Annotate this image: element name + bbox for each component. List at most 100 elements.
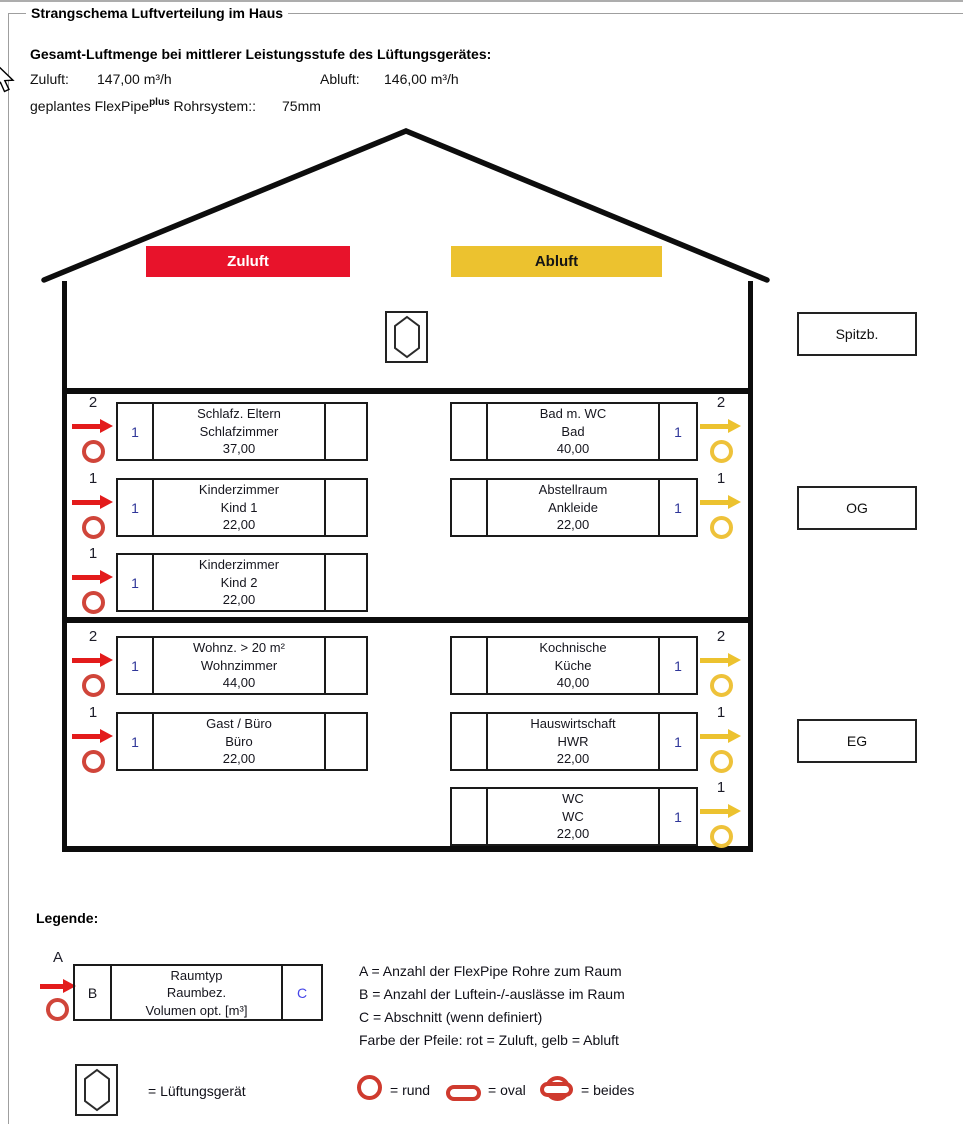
hexagon-icon: [393, 315, 420, 359]
legend-supply-arrow-head: [63, 979, 76, 993]
round-connector-icon: [82, 674, 105, 697]
room-cell-left: [452, 404, 488, 459]
room-volume: 22,00: [222, 751, 256, 767]
airflow-arrow-shaft: [72, 658, 100, 663]
room-pipes-count: 1: [716, 779, 726, 796]
legend-room-lines: Raumtyp Raumbez. Volumen opt. [m³]: [112, 966, 281, 1019]
room-name: Büro: [225, 733, 253, 749]
both-oval-part: [540, 1082, 573, 1097]
airflow-arrow-shaft: [700, 734, 728, 739]
house-walls: [62, 281, 753, 852]
room-box: 1 Kinderzimmer Kind 1 22,00: [116, 478, 368, 537]
room-row: 1 WC WC 22,00 1: [0, 779, 963, 853]
room-box: Kochnische Küche 40,00 1: [450, 636, 698, 695]
room-type: WC: [562, 791, 584, 806]
room-cell-right: [324, 638, 366, 693]
legend-room-name: Raumbez.: [166, 985, 227, 1001]
room-volume: 22,00: [556, 751, 590, 767]
room-volume: 44,00: [222, 675, 256, 691]
room-cell-left: [452, 714, 488, 769]
pipe-system-label: geplantes FlexPipeplus Rohrsystem::75mm: [30, 97, 321, 114]
exhaust-banner: Abluft: [451, 246, 662, 277]
room-box: Hauswirtschaft HWR 22,00 1: [450, 712, 698, 771]
legend-room-sample-box: B Raumtyp Raumbez. Volumen opt. [m³] C: [73, 964, 323, 1021]
room-row: 1 1 Kinderzimmer Kind 2 22,00: [0, 545, 963, 619]
room-cell-right: 1: [658, 714, 696, 769]
room-label: WC WC 22,00: [488, 789, 658, 844]
room-label: Kinderzimmer Kind 1 22,00: [154, 480, 324, 535]
room-cell-left: 1: [118, 714, 154, 769]
room-volume: 22,00: [556, 826, 590, 842]
exhaust-total-value: 146,00 m³/h: [384, 71, 459, 87]
room-pipes-count: 2: [716, 394, 726, 411]
room-label: Abstellraum Ankleide 22,00: [488, 480, 658, 535]
room-volume: 37,00: [222, 441, 256, 457]
airflow-arrow-head: [728, 804, 741, 818]
round-connector-icon: [82, 516, 105, 539]
room-type: Wohnz. > 20 m²: [193, 640, 285, 655]
room-volume: 22,00: [556, 517, 590, 533]
room-volume: 22,00: [222, 517, 256, 533]
room-pipes-count: 2: [716, 628, 726, 645]
room-type: Bad m. WC: [539, 406, 607, 421]
legend-notes: A = Anzahl der FlexPipe Rohre zum Raum B…: [359, 960, 625, 1052]
room-row: 1 1 Gast / Büro Büro 22,00: [0, 704, 963, 778]
legend-section-cell: C: [281, 966, 321, 1019]
mouse-cursor-icon: [0, 66, 15, 93]
round-connector-icon: [357, 1075, 382, 1100]
room-cell-left: 1: [118, 480, 154, 535]
room-pipes-count: 1: [88, 470, 98, 487]
legend-both-label: = beides: [581, 1082, 635, 1098]
airflow-arrow-head: [100, 653, 113, 667]
legend-room-type: Raumtyp: [170, 968, 223, 983]
legend-title: Legende:: [36, 910, 99, 926]
round-connector-icon: [82, 440, 105, 463]
room-pipes-count: 1: [716, 704, 726, 721]
room-label: Schlafz. Eltern Schlafzimmer 37,00: [154, 404, 324, 459]
room-cell-left: 1: [118, 404, 154, 459]
round-connector-icon: [710, 825, 733, 848]
room-cell-right: [324, 480, 366, 535]
room-type: Schlafz. Eltern: [197, 406, 281, 421]
legend-note-a: A = Anzahl der FlexPipe Rohre zum Raum: [359, 963, 622, 979]
airflow-arrow-head: [728, 419, 741, 433]
room-cell-left: 1: [118, 638, 154, 693]
room-type: Abstellraum: [538, 482, 608, 497]
room-cell-right: 1: [658, 789, 696, 844]
room-name: Bad: [561, 423, 585, 439]
room-cell-right: 1: [658, 638, 696, 693]
airflow-arrow-shaft: [72, 575, 100, 580]
room-pipes-count: 1: [88, 704, 98, 721]
airflow-arrow-head: [728, 729, 741, 743]
room-label: Kinderzimmer Kind 2 22,00: [154, 555, 324, 610]
round-connector-icon: [710, 516, 733, 539]
room-name: Kind 2: [220, 574, 258, 590]
room-name: Ankleide: [548, 499, 598, 515]
both-connector-icon: [540, 1076, 575, 1103]
room-box: Abstellraum Ankleide 22,00 1: [450, 478, 698, 537]
room-box: 1 Schlafz. Eltern Schlafzimmer 37,00: [116, 402, 368, 461]
groupbox-border-top: [8, 13, 963, 14]
room-name: Wohnzimmer: [200, 657, 278, 673]
airflow-arrow-head: [100, 495, 113, 509]
legend-outlets-cell: B: [75, 966, 112, 1019]
room-row: 2 1 Wohnz. > 20 m² Wohnzimmer 44,00: [0, 628, 963, 702]
legend-note-colors: Farbe der Pfeile: rot = Zuluft, gelb = A…: [359, 1032, 619, 1048]
hexagon-icon: [83, 1068, 110, 1112]
room-name: HWR: [557, 733, 589, 749]
airflow-arrow-head: [728, 495, 741, 509]
round-connector-icon: [710, 750, 733, 773]
legend-supply-arrow-shaft: [40, 984, 63, 989]
legend-ventilation-unit-symbol: [75, 1064, 118, 1116]
ventilation-unit-symbol: [385, 311, 428, 363]
room-volume: 40,00: [556, 675, 590, 691]
airflow-arrow-head: [100, 570, 113, 584]
room-box: WC WC 22,00 1: [450, 787, 698, 846]
room-label: Wohnz. > 20 m² Wohnzimmer 44,00: [154, 638, 324, 693]
round-connector-icon: [710, 674, 733, 697]
room-volume: 22,00: [222, 592, 256, 608]
room-label: Gast / Büro Büro 22,00: [154, 714, 324, 769]
room-name: Küche: [554, 657, 592, 673]
room-cell-right: 1: [658, 404, 696, 459]
